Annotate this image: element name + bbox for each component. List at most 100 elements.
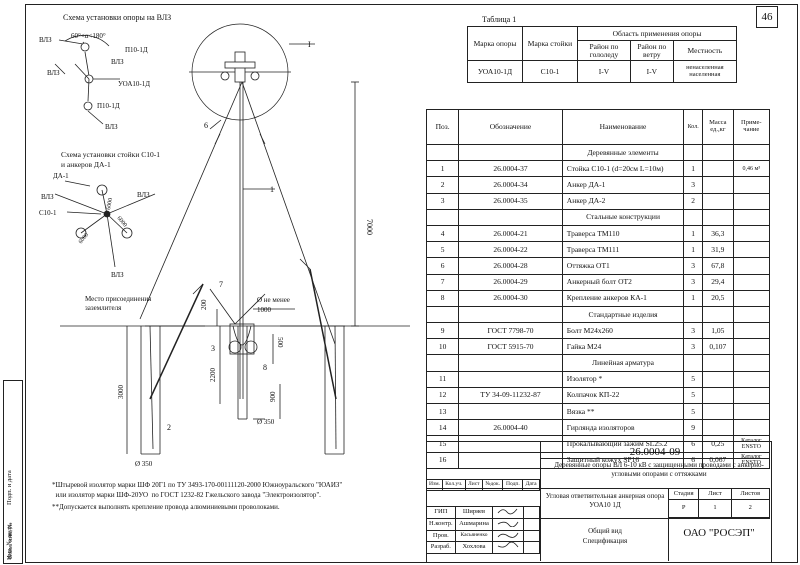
spec-note: Каталог ENSTO [732,451,771,469]
spec-cell [425,208,460,226]
side-stamp: Взам. инв. № [3,380,23,564]
s2-6000-c: 6000 [115,215,127,228]
spec-note [732,241,771,259]
spec-code: 26.0004-21 [458,224,563,243]
spec-pos: 14 [425,419,460,437]
spec-cell [732,208,771,226]
spec-qty: 3 [683,338,704,356]
spec-note: 0,46 м³ [732,160,771,178]
signature [492,529,525,543]
spec-name: Крепление анкеров КА-1 [561,289,685,307]
spec-note [732,419,771,437]
signature [492,541,525,555]
diam-min-1: Ø не менее [257,296,290,304]
spec-pos: 7 [425,273,460,291]
spec-cell [732,143,771,162]
s2-da1: ДА-1 [53,172,69,180]
spec-name: Гайка М24 [561,338,685,356]
spec-cell [458,143,563,162]
spec-note [732,386,771,405]
spec-h-qty: Кол. [683,109,704,145]
spec-code: 26.0004-22 [458,241,563,259]
spec-h-code: Обозначение [458,109,563,145]
spec-name: Колпачок КП-22 [561,386,685,405]
spec-cell [702,305,734,324]
stamp-divider-v2 [668,488,669,561]
stage-h: Стадия [667,488,700,500]
spec-note [732,176,771,194]
callout-7: 7 [219,280,223,289]
s2-6000-b: 6000 [78,232,90,245]
dim-d350-a: Ø 350 [257,418,275,426]
spec-qty: 5 [683,386,704,405]
scheme1-title: Схема установки опоры на ВЛЗ [63,13,171,22]
s2-c10: С10-1 [39,209,57,217]
spec-code: 26.0004-28 [458,257,563,275]
spec-qty: 1 [683,241,704,259]
spec-mass [702,192,734,210]
spec-cell [425,354,460,372]
spec-qty: 1 [683,224,704,243]
spec-cell [702,354,734,372]
sheet-val: 1 [698,499,732,518]
spec-code: ГОСТ 5915-70 [458,338,563,356]
spec-code [458,402,563,421]
spec-code: ТУ 34-09-11232-87 [458,386,563,405]
stamp-divider-h2 [426,488,770,489]
specification-table: Поз. Обозначение Наименование Кол. Масса… [425,109,771,469]
ground-place-2: заземлителя [85,304,122,312]
note-1: *Штыревой изолятор марки ШФ 20Г1 по ТУ 3… [52,481,343,489]
stamp-doc-name: Угловая ответвительная анкерная опора УО… [545,492,665,509]
s2-vlz-d: ВЛЗ [111,271,124,279]
spec-code: 26.0004-40 [458,419,563,437]
stamp-code: 26.0004-09 [629,446,681,458]
s1-p10-bottom: П10-1Д [97,102,120,110]
callout-2: 2 [167,423,171,432]
s2-vlz-b: ВЛЗ [137,191,150,199]
spec-cell [702,143,734,162]
person-role: Пров. [426,529,456,543]
spec-code: 26.0004-34 [458,176,563,194]
spec-note [732,224,771,243]
spec-pos: 13 [425,402,460,421]
person-name: Касьяненко [454,529,494,543]
stamp-doc-sub-2: Спецификация [582,537,628,545]
stamp-col-data: Дата [522,479,540,491]
spec-cell [702,208,734,226]
spec-pos: 16 [425,451,460,469]
spec-cell [458,354,563,372]
table1-caption: Таблица 1 [482,15,517,24]
spec-qty: 5 [683,370,704,388]
t1-brand: УОА10-1Д [467,60,523,83]
s2-vlz-a: ВЛЗ [41,193,54,201]
spec-section-row: Деревянные элементы [425,143,771,162]
spec-section-row: Линейная арматура [425,354,771,372]
spec-code: ГОСТ 7798-70 [458,322,563,340]
s1-vlz-b: ВЛЗ [111,58,124,66]
stamp-col-izm: Изм. [426,479,443,491]
spec-code [458,370,563,388]
callout-1: 1 [270,185,274,194]
spec-mass [702,386,734,405]
spec-qty: 1 [683,160,704,178]
sheets-val: 2 [730,499,771,518]
t1-h-terrain: Местность [672,40,738,61]
note-2: или изолятор марки ШФ-20УО по ГОСТ 1232-… [52,491,321,499]
spec-qty: 9 [683,419,704,437]
stamp-doc-sub-1: Общий вид [588,527,622,535]
stamp-col-kol: Кол.уч. [441,479,466,491]
spec-mass: 29,4 [702,273,734,291]
spec-mass [702,402,734,421]
spec-cell [732,305,771,324]
s1-vlz-c: ВЛЗ [47,69,60,77]
side-label-inv: Инв. № подл. [6,522,13,560]
